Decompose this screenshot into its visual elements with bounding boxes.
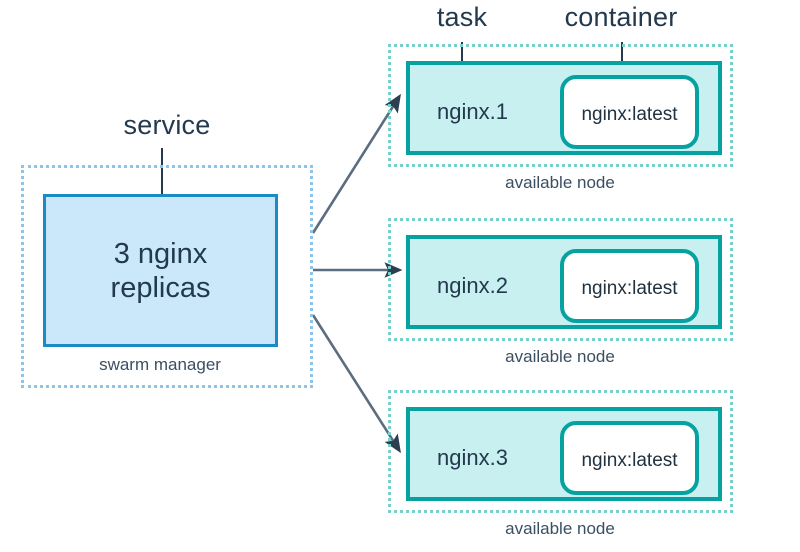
arrow-to-node-1 bbox=[311, 93, 401, 234]
node-caption-2: available node bbox=[505, 347, 615, 366]
service-box-label: 3 nginx replicas bbox=[46, 237, 275, 305]
annotation-label-container: container bbox=[564, 2, 678, 32]
leader-line-service bbox=[161, 148, 163, 230]
container-image-1: nginx:latest bbox=[581, 104, 678, 125]
annotation-label-task: task bbox=[436, 2, 488, 32]
service-replicas-line2: replicas bbox=[110, 272, 211, 304]
node-caption-1: available node bbox=[505, 173, 615, 192]
annotation-label-service: service bbox=[123, 110, 211, 140]
task-name-2: nginx.2 bbox=[437, 273, 508, 298]
task-name-1: nginx.1 bbox=[437, 99, 508, 124]
container-box-1[interactable]: nginx:latest bbox=[560, 75, 699, 149]
arrow-to-node-3 bbox=[311, 314, 401, 454]
task-name-3: nginx.3 bbox=[437, 445, 508, 470]
node-caption-3: available node bbox=[505, 519, 615, 538]
task-box-1[interactable]: nginx.1 nginx:latest bbox=[406, 61, 722, 155]
node-group-1: nginx.1 nginx:latest bbox=[388, 44, 733, 167]
service-replicas-line1: 3 nginx bbox=[113, 238, 208, 270]
node-group-3: nginx.3 nginx:latest bbox=[388, 390, 733, 513]
container-image-2: nginx:latest bbox=[581, 278, 678, 299]
container-image-3: nginx:latest bbox=[581, 450, 678, 471]
task-box-2[interactable]: nginx.2 nginx:latest bbox=[406, 235, 722, 329]
container-box-2[interactable]: nginx:latest bbox=[560, 249, 699, 323]
service-box[interactable]: 3 nginx replicas bbox=[43, 194, 278, 347]
node-group-2: nginx.2 nginx:latest bbox=[388, 218, 733, 341]
swarm-manager-caption: swarm manager bbox=[99, 355, 221, 374]
task-box-3[interactable]: nginx.3 nginx:latest bbox=[406, 407, 722, 501]
container-box-3[interactable]: nginx:latest bbox=[560, 421, 699, 495]
swarm-manager-group: 3 nginx replicas swarm manager bbox=[21, 165, 313, 388]
